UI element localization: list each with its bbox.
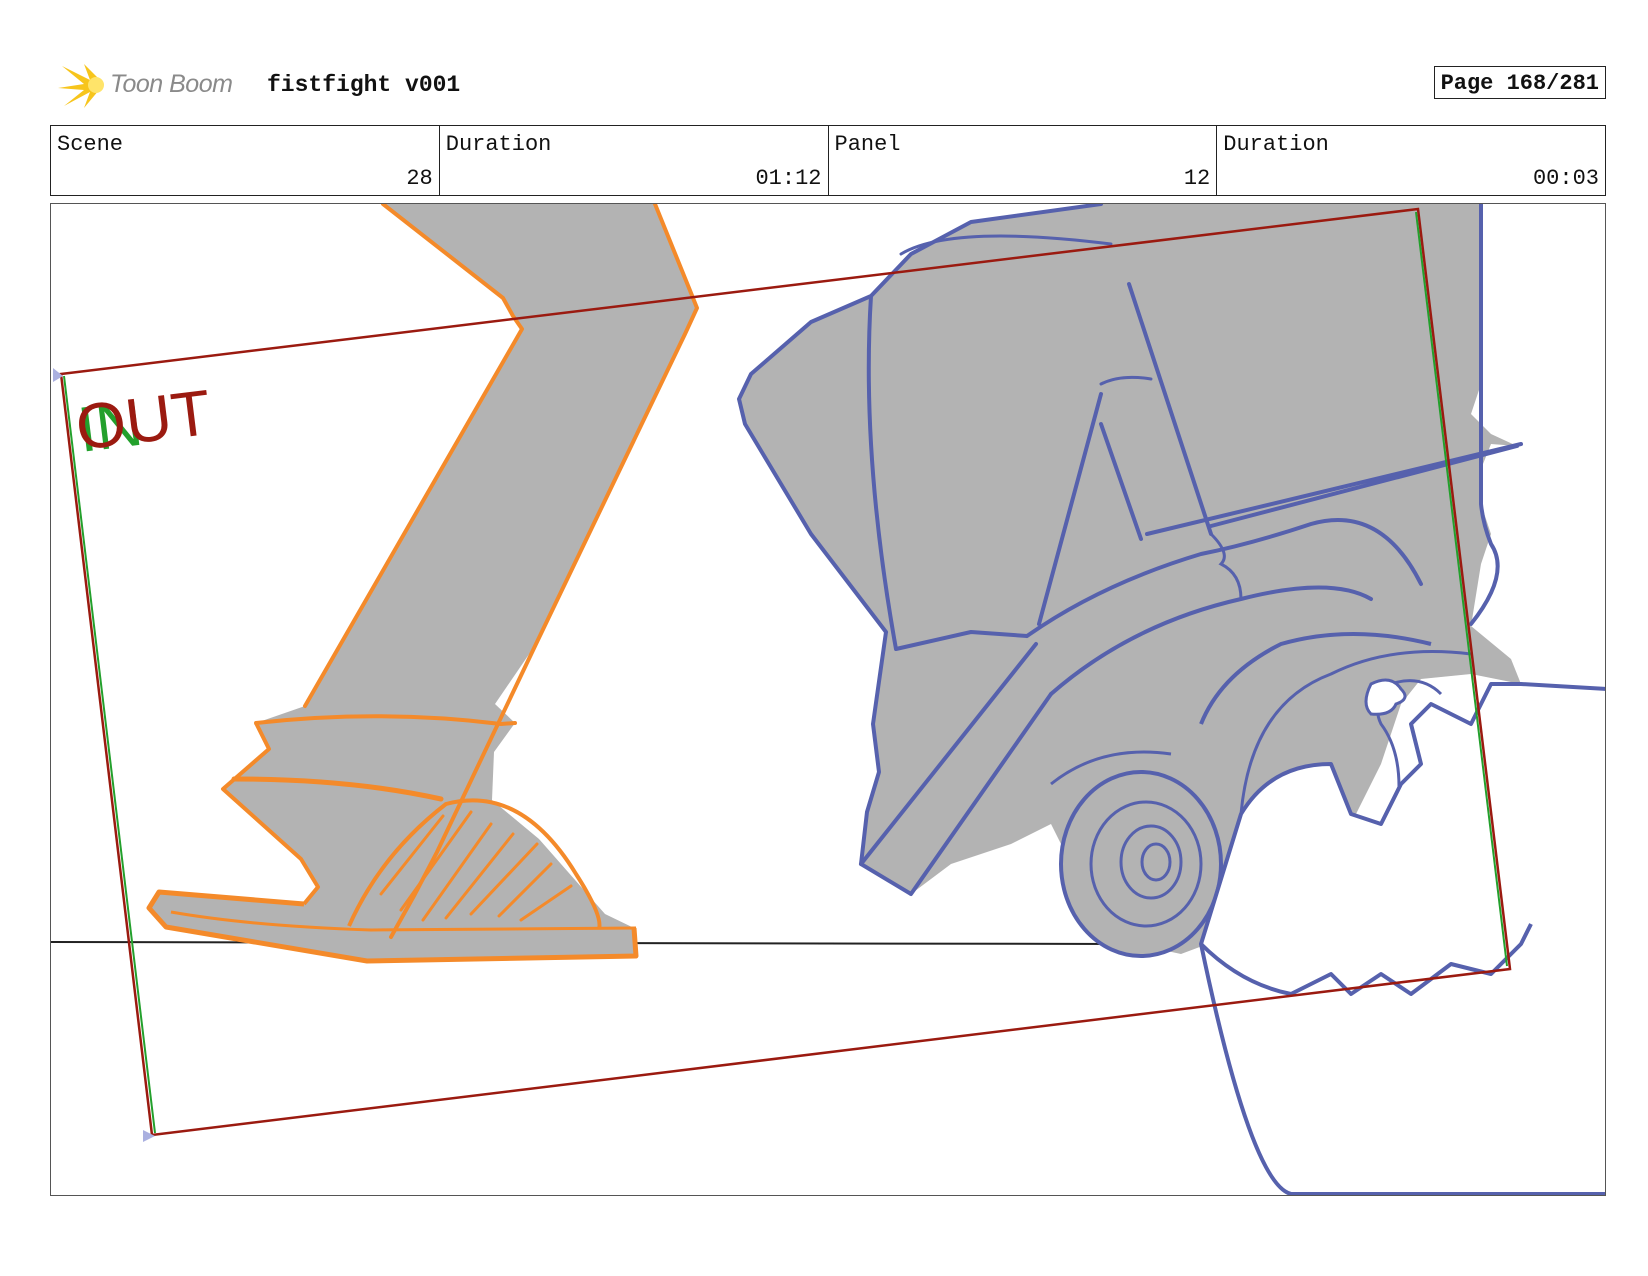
camera-frame (53, 207, 1512, 1142)
out-marker: OUT (72, 376, 215, 464)
scene-value: 28 (406, 166, 433, 191)
panel-duration-value: 00:03 (1532, 166, 1599, 191)
scene-duration-cell: Duration 01:12 (440, 126, 829, 195)
panel-value: 12 (1183, 166, 1211, 191)
panel-cell: Panel 12 (829, 126, 1218, 195)
panel-drawing: IN OUT (51, 204, 1605, 1195)
scene-info-table: Scene 28 Duration 01:12 Panel 12 Duratio… (50, 125, 1606, 196)
scene-cell: Scene 28 (51, 126, 440, 195)
panel-duration-cell: Duration 00:03 (1217, 126, 1605, 195)
frame-handle-icon (53, 368, 63, 382)
scene-label: Scene (57, 132, 124, 157)
storyboard-panel: IN OUT (50, 203, 1606, 1196)
leg-drawing (146, 204, 699, 964)
car-drawing (737, 204, 1605, 1195)
scene-duration-value: 01:12 (755, 166, 822, 191)
frame-handle-icon (143, 1130, 155, 1142)
toon-boom-logo: Toon Boom (54, 60, 254, 110)
panel-label: Panel (834, 132, 901, 157)
logo-text: Toon Boom (110, 70, 233, 98)
page-number: Page 168/281 (1433, 66, 1606, 99)
page-header: Toon Boom fistfight v001 Page 168/281 (50, 58, 1606, 112)
in-marker: IN (74, 387, 146, 466)
panel-duration-label: Duration (1223, 132, 1329, 157)
project-title: fistfight v001 (267, 72, 461, 98)
starburst-icon (58, 64, 104, 108)
scene-duration-label: Duration (445, 132, 552, 157)
